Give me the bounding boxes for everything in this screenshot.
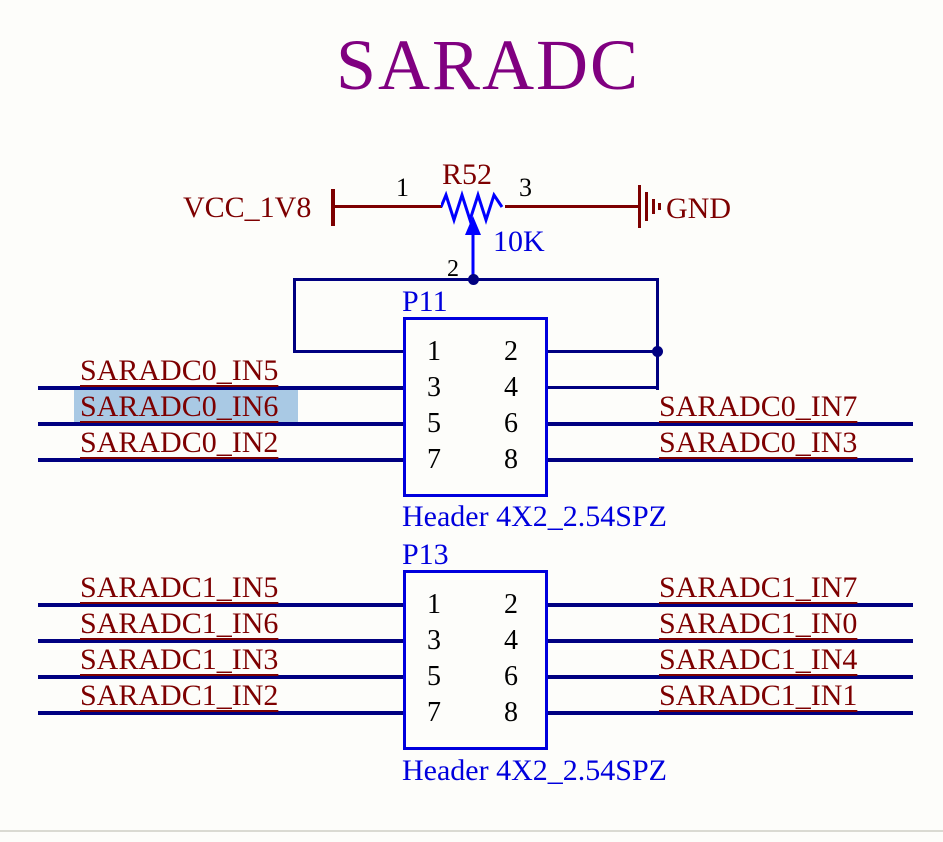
pin-number: 4 xyxy=(504,625,518,656)
net-label[interactable]: SARADC1_IN5 xyxy=(80,571,279,604)
resistor-pin-3-number: 3 xyxy=(519,173,532,202)
header-part-name[interactable]: Header 4X2_2.54SPZ xyxy=(402,500,667,533)
pin-number: 1 xyxy=(427,589,441,620)
pin-number: 6 xyxy=(504,408,518,439)
pin-number: 3 xyxy=(427,372,441,403)
wire-segment[interactable] xyxy=(545,639,913,643)
sheet-border xyxy=(0,830,943,832)
pin-number: 2 xyxy=(504,336,518,367)
gnd-symbol-icon[interactable] xyxy=(645,192,648,221)
pin-number: 4 xyxy=(504,372,518,403)
net-label[interactable]: SARADC0_IN5 xyxy=(80,354,279,387)
pin-number: 8 xyxy=(504,444,518,475)
power-port-icon[interactable] xyxy=(331,189,335,226)
gnd-symbol-icon[interactable] xyxy=(652,199,655,214)
potentiometer-icon[interactable] xyxy=(441,189,507,227)
pin-number: 2 xyxy=(504,589,518,620)
header-designator[interactable]: P11 xyxy=(402,285,448,318)
pin-number: 5 xyxy=(427,408,441,439)
wire-segment[interactable] xyxy=(38,711,404,715)
page-title[interactable]: SARADC xyxy=(336,25,641,105)
junction-dot xyxy=(652,346,663,357)
pin-number: 8 xyxy=(504,697,518,728)
wire-segment[interactable] xyxy=(38,603,404,607)
wiper-arrow-icon[interactable] xyxy=(462,214,484,282)
net-label[interactable]: SARADC0_IN6 xyxy=(80,390,279,423)
net-label[interactable]: SARADC1_IN7 xyxy=(659,571,858,604)
wire-segment[interactable] xyxy=(545,458,913,462)
wire-segment[interactable] xyxy=(38,458,404,462)
pin-number: 3 xyxy=(427,625,441,656)
header-box[interactable] xyxy=(403,317,548,497)
wire-segment[interactable] xyxy=(656,278,659,390)
pin-number: 7 xyxy=(427,697,441,728)
gnd-symbol-icon[interactable] xyxy=(638,185,641,228)
wire-segment[interactable] xyxy=(293,350,406,353)
wire-segment[interactable] xyxy=(293,278,296,353)
wire-pot-to-gnd[interactable] xyxy=(505,205,638,208)
junction-dot xyxy=(468,274,479,285)
wire-segment[interactable] xyxy=(38,675,404,679)
resistor-pin-2-number: 2 xyxy=(447,256,459,282)
net-label[interactable]: SARADC1_IN1 xyxy=(659,679,858,712)
selection-highlight xyxy=(74,388,298,422)
resistor-designator[interactable]: R52 xyxy=(442,158,493,191)
net-label[interactable]: SARADC1_IN6 xyxy=(80,607,279,640)
net-label[interactable]: SARADC1_IN2 xyxy=(80,679,279,712)
resistor-value[interactable]: 10K xyxy=(493,225,545,258)
pin-number: 6 xyxy=(504,661,518,692)
gnd-symbol-icon[interactable] xyxy=(658,203,661,210)
pin-number: 1 xyxy=(427,336,441,367)
pin-number: 5 xyxy=(427,661,441,692)
wire-segment[interactable] xyxy=(545,422,913,426)
net-label[interactable]: SARADC0_IN2 xyxy=(80,426,279,459)
wire-vcc-to-pot[interactable] xyxy=(334,205,442,208)
net-label[interactable]: SARADC1_IN4 xyxy=(659,643,858,676)
wire-segment[interactable] xyxy=(38,386,404,390)
wire-segment[interactable] xyxy=(38,639,404,643)
wire-segment[interactable] xyxy=(545,350,659,353)
header-designator[interactable]: P13 xyxy=(402,538,449,571)
wire-segment[interactable] xyxy=(38,422,404,426)
wire-segment[interactable] xyxy=(545,675,913,679)
net-label[interactable]: SARADC0_IN3 xyxy=(659,426,858,459)
net-label[interactable]: SARADC1_IN3 xyxy=(80,643,279,676)
header-box[interactable] xyxy=(403,570,548,750)
header-part-name[interactable]: Header 4X2_2.54SPZ xyxy=(402,754,667,787)
wire-segment[interactable] xyxy=(545,711,913,715)
vcc-net-label[interactable]: VCC_1V8 xyxy=(183,191,312,224)
wire-segment[interactable] xyxy=(545,603,913,607)
net-label[interactable]: SARADC1_IN0 xyxy=(659,607,858,640)
resistor-pin-1-number: 1 xyxy=(396,173,409,202)
pin-number: 7 xyxy=(427,444,441,475)
wire-segment[interactable] xyxy=(545,386,659,389)
gnd-net-label[interactable]: GND xyxy=(666,192,731,225)
net-label[interactable]: SARADC0_IN7 xyxy=(659,390,858,423)
